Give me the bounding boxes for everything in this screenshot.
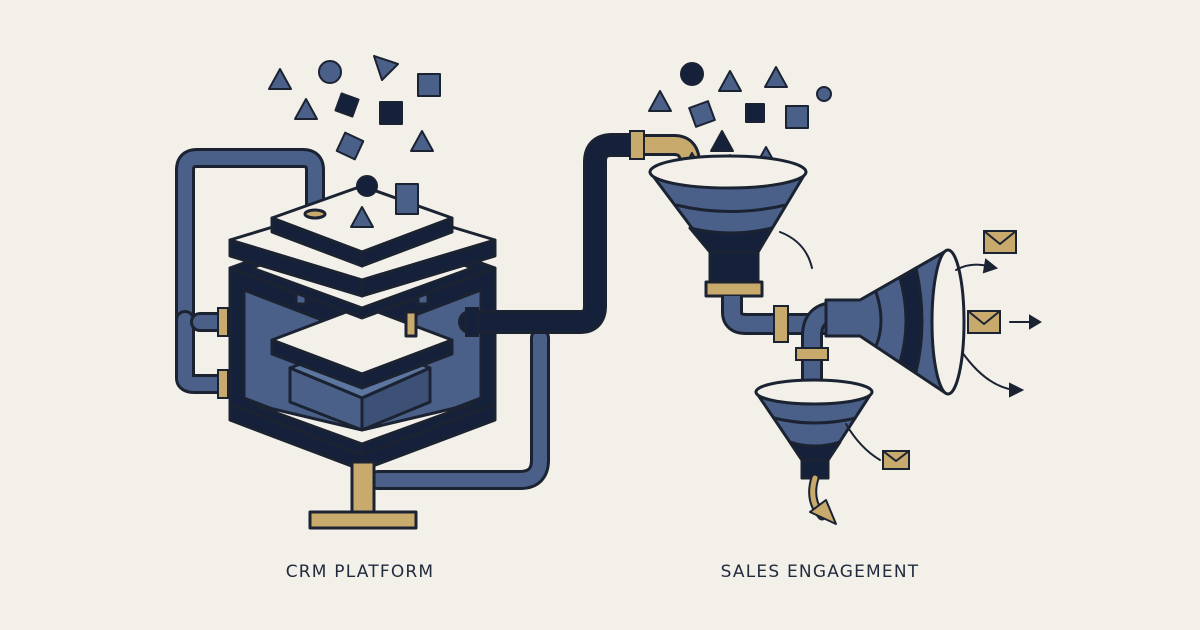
sales-main-funnel [648,154,808,298]
crm-output-pipe [458,133,652,334]
email-output-arrows [955,258,1042,398]
sales-small-funnel [754,378,874,480]
funnel-link-pipe [721,296,826,335]
crm-machine [228,184,497,472]
crm-stand [308,460,418,530]
crm-platform-label: CRM PLATFORM [285,562,435,582]
motion-arcs [779,231,881,461]
crm-return-pipe [368,328,550,490]
envelope-icon [983,230,1017,254]
sales-engagement-label: SALES ENGAGEMENT [720,562,920,582]
crm-back-pipes [175,148,325,394]
funnel-coupling [773,305,789,343]
envelope-icon [882,450,910,470]
crm-pipe-coupling [217,369,229,399]
small-funnel-output-arrow [808,473,837,525]
crm-pipe-coupling [465,307,479,337]
envelope-icon [967,310,1001,334]
funnel-coupling [795,347,829,361]
crm-data-shapes [268,55,441,228]
sales-horn-funnel [824,248,966,396]
sales-data-shapes [648,62,832,176]
crm-pipe-coupling [217,307,229,337]
